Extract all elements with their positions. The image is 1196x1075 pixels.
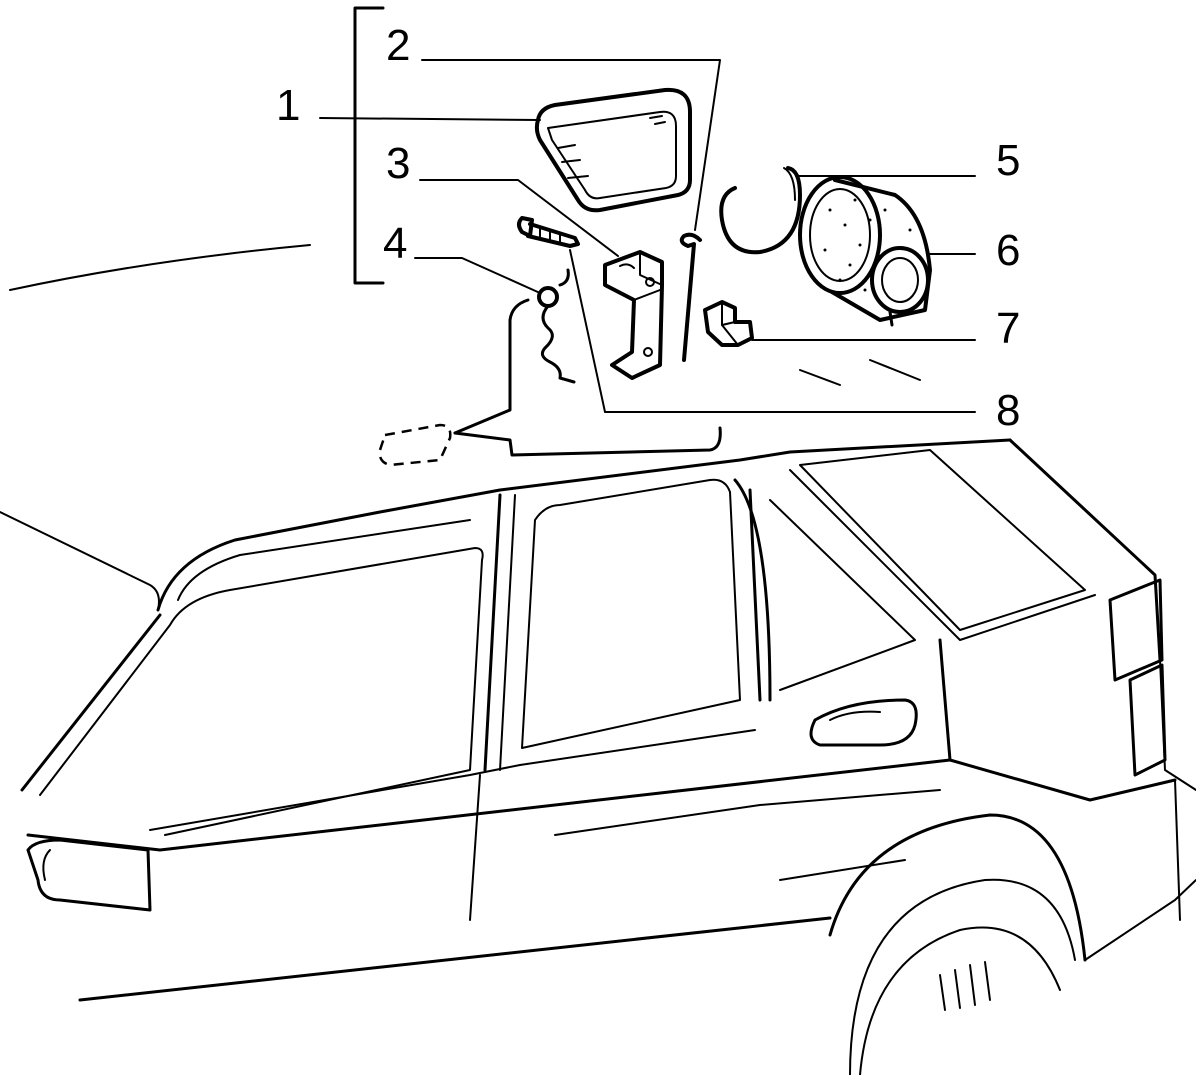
callout-8: 8 bbox=[996, 386, 1020, 435]
hinge-bracket bbox=[603, 250, 664, 380]
screw bbox=[517, 216, 580, 248]
filler-neck-housing bbox=[798, 175, 932, 327]
plastic-clip bbox=[703, 300, 754, 347]
retaining-ring bbox=[719, 166, 802, 255]
leader-lines bbox=[319, 6, 976, 413]
callout-4: 4 bbox=[383, 219, 407, 268]
callout-2: 2 bbox=[386, 21, 410, 70]
fuel-flap-door bbox=[534, 87, 692, 213]
fuel-flap-recess bbox=[378, 298, 722, 467]
car-body-outline bbox=[0, 244, 1196, 1075]
callout-7: 7 bbox=[996, 304, 1020, 353]
callout-3: 3 bbox=[386, 139, 410, 188]
release-rod bbox=[679, 232, 702, 362]
callout-5: 5 bbox=[996, 136, 1020, 185]
callout-1: 1 bbox=[276, 81, 300, 130]
callout-6: 6 bbox=[996, 226, 1020, 275]
callout-labels: 1 2 3 4 5 6 7 8 bbox=[276, 21, 1020, 435]
filler-texture bbox=[823, 198, 912, 292]
spring-clip bbox=[537, 268, 576, 384]
